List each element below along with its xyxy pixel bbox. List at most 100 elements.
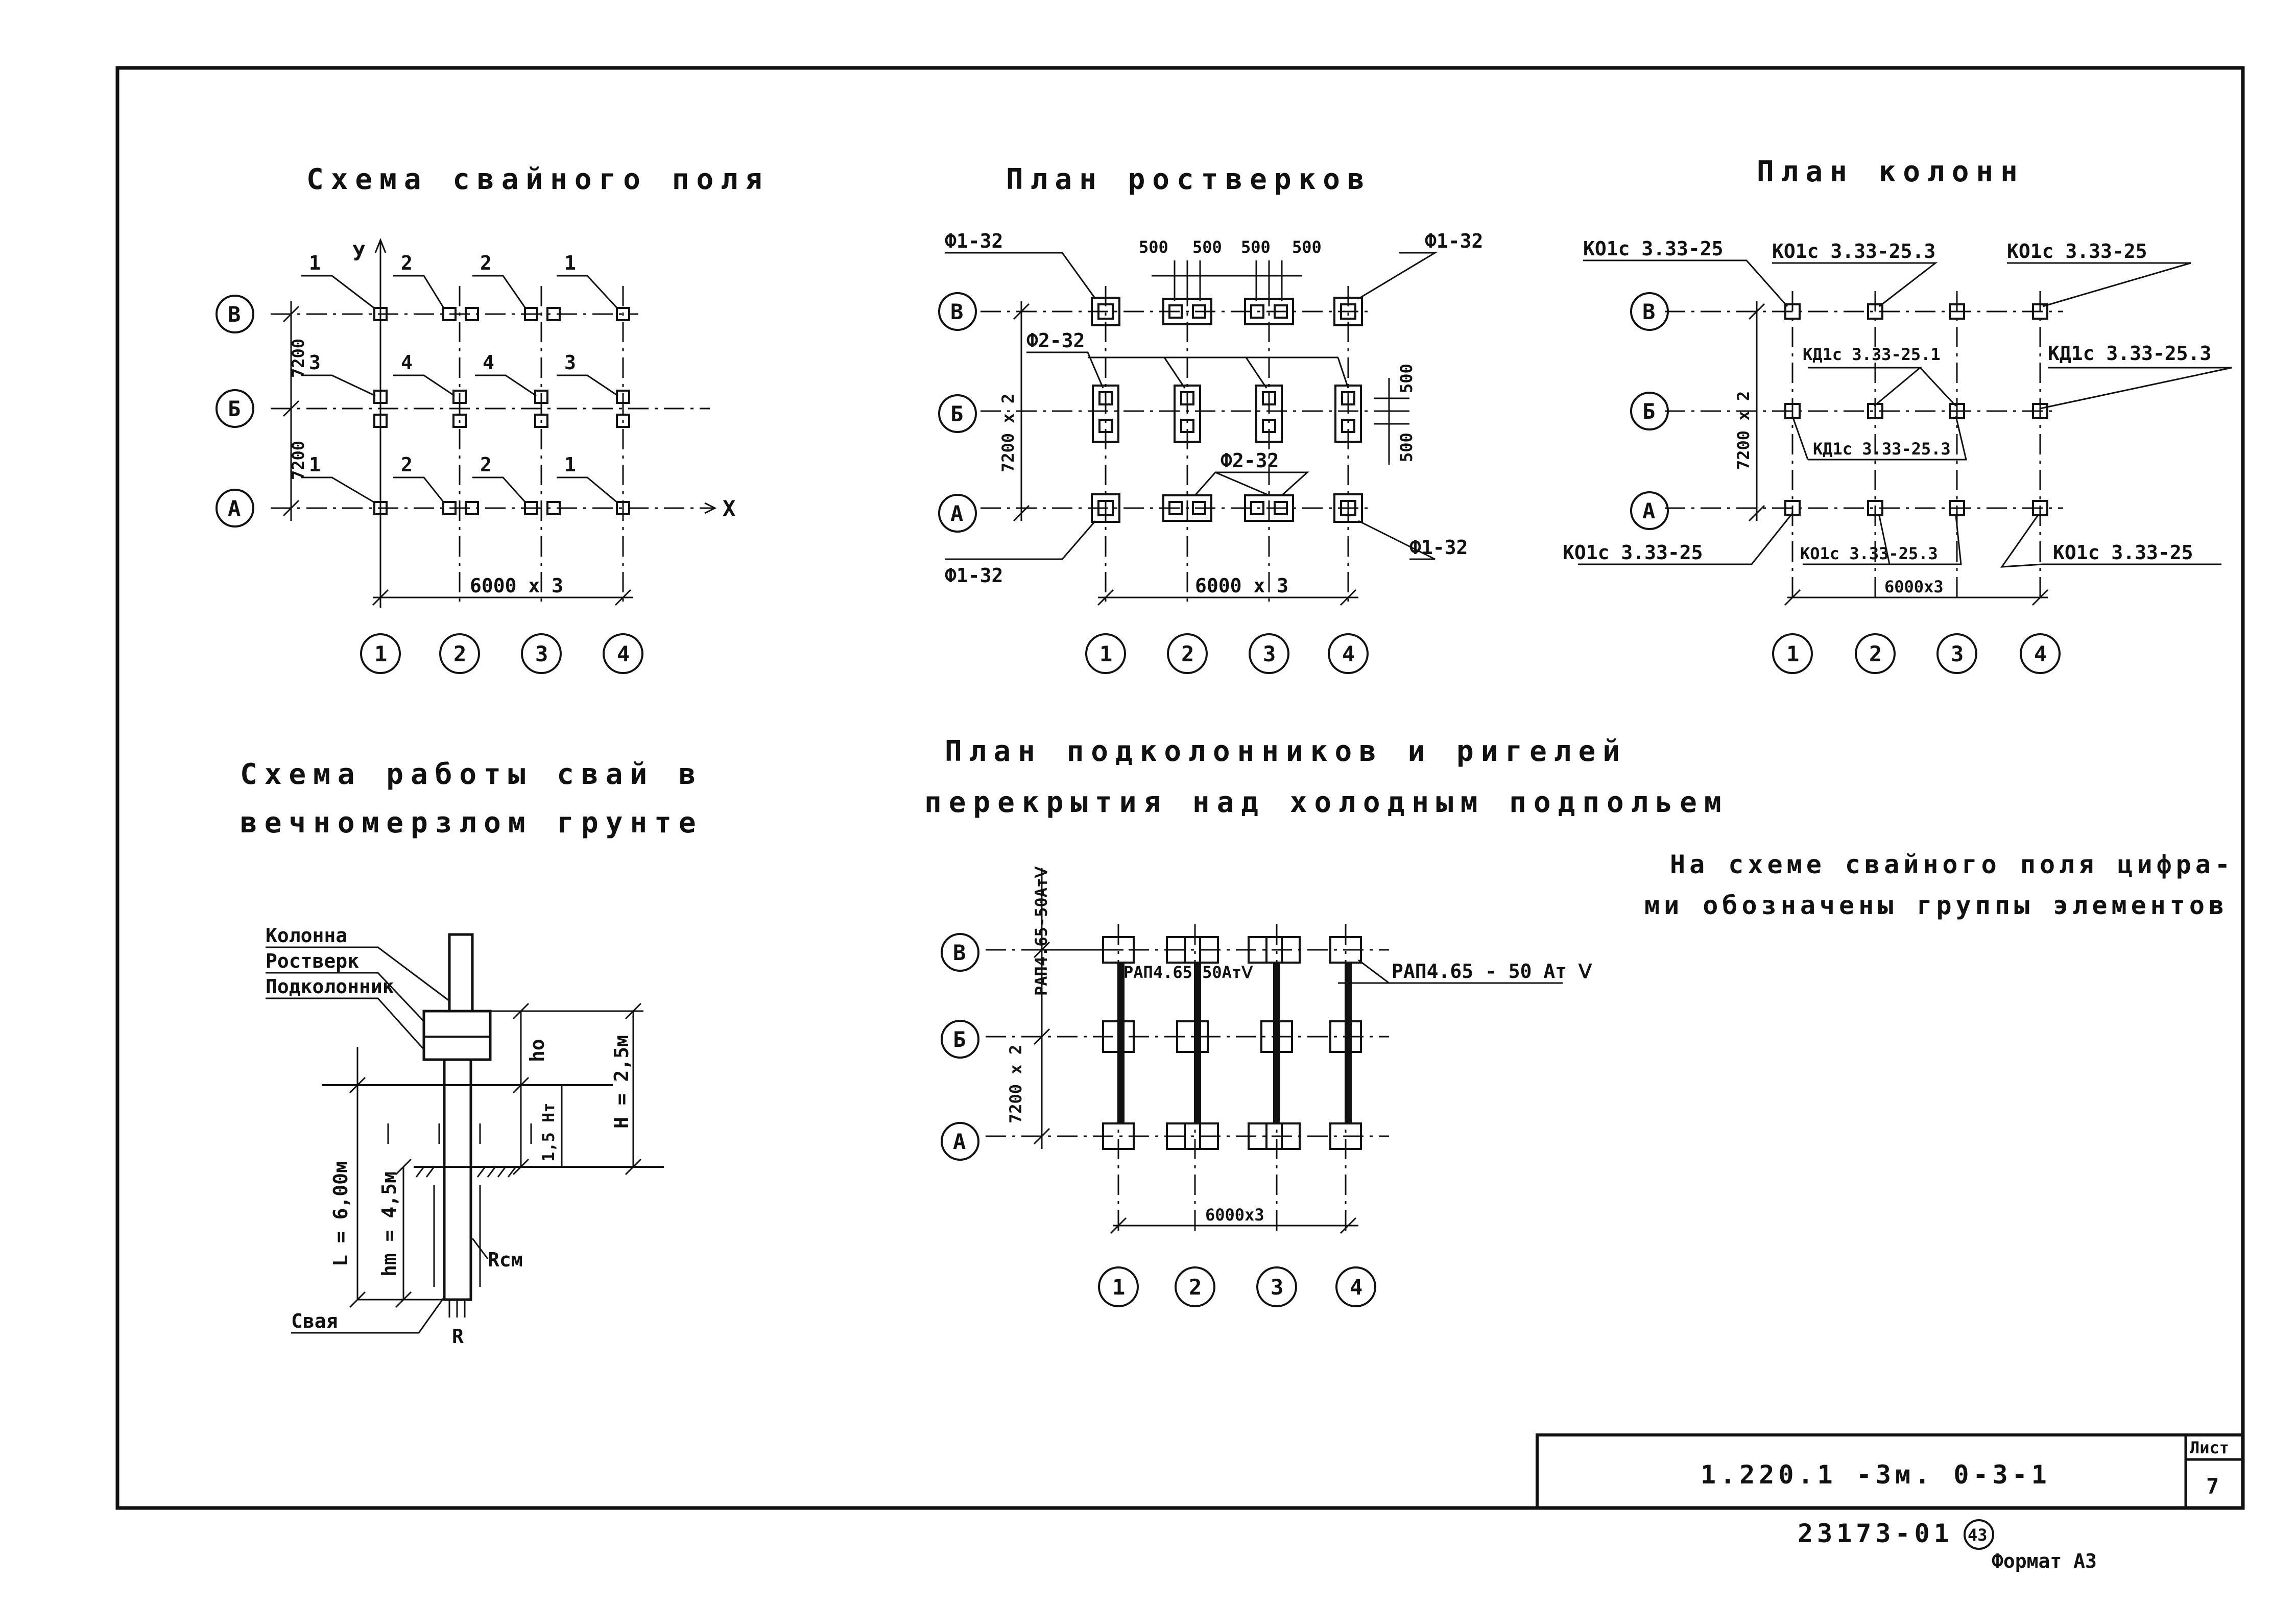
pw-hm: hm = 4,5м (378, 1171, 400, 1277)
stamp-sheet-number: 7 (2206, 1474, 2219, 1499)
gp-row-a: А (950, 501, 963, 526)
pw-H: H = 2,5м (610, 1035, 633, 1129)
pf-col-3: 3 (535, 641, 548, 666)
gp-f2-bottom: Ф2-32 (1221, 449, 1279, 472)
cp-label-top-1: КО1с 3.33-25 (1583, 237, 1724, 260)
gp-dim-right-1: 500 (1397, 364, 1416, 393)
cp-col-1: 1 (1786, 641, 1799, 666)
cp-label-mid-3: КД1с 3.33-25.3 (1813, 439, 1951, 459)
pf-group-top-1: 1 (309, 252, 321, 274)
gp-row-b: Б (950, 401, 963, 426)
x-axis-label: X (723, 496, 735, 521)
cp-row-dim: 7200 х 2 (1734, 391, 1753, 470)
grillage-title: План ростверков (1006, 163, 1372, 196)
cp-label-mid-1: КД1с 3.33-25.1 (1803, 345, 1941, 364)
gp-col-4: 4 (1342, 641, 1355, 666)
pf-group-top-3: 2 (480, 252, 492, 274)
pf-col-1: 1 (374, 641, 387, 666)
columns-title: План колонн (1757, 155, 2025, 188)
pf-group-top-4: 1 (564, 252, 576, 274)
subcolumns-title-2: перекрытия над холодным подпольем (924, 786, 1729, 819)
drawing-note: На схеме свайного поля цифра- ми обознач… (1644, 850, 2234, 920)
pf-row-a: А (228, 496, 241, 521)
sp-row-a: А (953, 1129, 966, 1154)
gp-col-1: 1 (1099, 641, 1112, 666)
column-plan: План колонн В Б А 1 2 3 4 (1563, 155, 2232, 674)
pf-group-mid-3: 4 (483, 351, 494, 374)
sheet-frame (115, 66, 2245, 1510)
pw-label-subcolumn: Подколонник (266, 975, 394, 998)
subcolumns-title-1: План подколонников и ригелей (945, 735, 1627, 768)
sp-row-v: В (953, 940, 966, 965)
sp-beam-label-left: РАП4.65-50АтⅤ (1032, 866, 1051, 996)
gp-col-3: 3 (1263, 641, 1276, 666)
pw-Rcm: Rсм (488, 1249, 523, 1271)
note-line-1: На схеме свайного поля цифра- (1670, 850, 2234, 879)
sp-col-3: 3 (1271, 1275, 1283, 1300)
cp-row-a: А (1642, 498, 1655, 523)
gp-dim-right-2: 500 (1397, 433, 1416, 462)
pw-ho: ho (526, 1039, 548, 1062)
pf-row-dim-1: 7200 (289, 339, 308, 378)
pile-work-title-2: вечномерзлом грунте (240, 806, 703, 840)
y-axis-label: У (352, 241, 365, 266)
gp-dim-top-1: 500 (1139, 237, 1168, 257)
sp-row-dim: 7200 х 2 (1006, 1045, 1025, 1123)
pf-col-4: 4 (617, 641, 630, 666)
stamp-format: Формат А3 (1992, 1550, 2097, 1572)
cp-label-top-2: КО1с 3.33-25.3 (1772, 240, 1935, 262)
sp-col-4: 4 (1350, 1275, 1362, 1300)
pf-group-top-2: 2 (401, 252, 413, 274)
cp-col-3: 3 (1951, 641, 1964, 666)
pf-row-v: В (228, 302, 241, 327)
pw-R: R (452, 1325, 464, 1348)
title-block: 1.220.1 -3м. 0-3-1 Лист 7 23173-01 43 Фо… (1536, 1433, 2244, 1572)
pf-group-mid-1: 3 (309, 351, 321, 374)
pw-label-pile: Свая (291, 1310, 338, 1332)
pf-row-b: Б (228, 396, 241, 421)
stamp-code: 1.220.1 -3м. 0-3-1 (1701, 1460, 2051, 1490)
gp-row-v: В (950, 299, 963, 324)
pf-group-mid-4: 3 (564, 351, 576, 374)
gp-dim-top-2: 500 (1192, 237, 1222, 257)
gp-col-2: 2 (1181, 641, 1194, 666)
pw-label-grillage: Ростверк (266, 950, 359, 972)
cp-label-bot-3: КО1с 3.33-25 (2053, 541, 2193, 564)
pile-work-title-1: Схема работы свай в (240, 758, 703, 791)
pw-Ht: 1,5 Hт (539, 1103, 558, 1162)
stamp-sheet-label: Лист (2190, 1438, 2229, 1457)
pf-group-bot-4: 1 (564, 453, 576, 476)
pf-group-bot-3: 2 (480, 453, 492, 476)
gp-col-dim: 6000 х 3 (1195, 574, 1288, 597)
grillage-plan: План ростверков В Б А 1 2 3 4 (938, 163, 1483, 674)
subcolumn-plan: План подколонников и ригелей перекрытия … (924, 735, 1729, 1307)
cp-label-top-3: КО1с 3.33-25 (2007, 240, 2147, 262)
pile-work-scheme: Схема работы свай в вечномерзлом грунте (240, 758, 703, 1348)
gp-f1-top-left: Ф1-32 (945, 230, 1003, 252)
sp-col-1: 1 (1112, 1275, 1125, 1300)
pw-L: L = 6,00м (329, 1161, 352, 1266)
cp-row-v: В (1642, 299, 1655, 324)
pf-row-dim-2: 7200 (289, 441, 308, 480)
cp-label-bot-2: КО1с 3.33-25.3 (1800, 544, 1938, 563)
gp-f1-top-right: Ф1-32 (1425, 230, 1483, 252)
cp-row-b: Б (1642, 399, 1655, 424)
gp-f1-bottom-right: Ф1-32 (1409, 536, 1468, 559)
cp-col-4: 4 (2034, 641, 2047, 666)
cp-label-mid-2: КД1с 3.33-25.3 (2048, 342, 2211, 365)
gp-dim-top-4: 500 (1292, 237, 1322, 257)
pf-col-2: 2 (453, 641, 466, 666)
cp-col-dim: 6000х3 (1884, 577, 1944, 596)
sp-beam-label-right: РАП4.65 - 50 Ат Ⅴ (1392, 960, 1592, 983)
gp-f2-top: Ф2-32 (1026, 329, 1085, 352)
stamp-inventory-circle: 43 (1968, 1525, 1988, 1545)
sp-col-dim: 6000х3 (1205, 1205, 1264, 1225)
pf-group-bot-2: 2 (401, 453, 413, 476)
sp-beam-label-mid: РАП4.65-50АтⅤ (1123, 963, 1253, 982)
pile-field-title: Схема свайного поля (306, 163, 770, 196)
gp-f1-bottom-left: Ф1-32 (945, 564, 1003, 587)
sp-col-2: 2 (1189, 1275, 1202, 1300)
pf-group-mid-2: 4 (401, 351, 413, 374)
stamp-inventory: 23173-01 (1798, 1519, 1953, 1548)
